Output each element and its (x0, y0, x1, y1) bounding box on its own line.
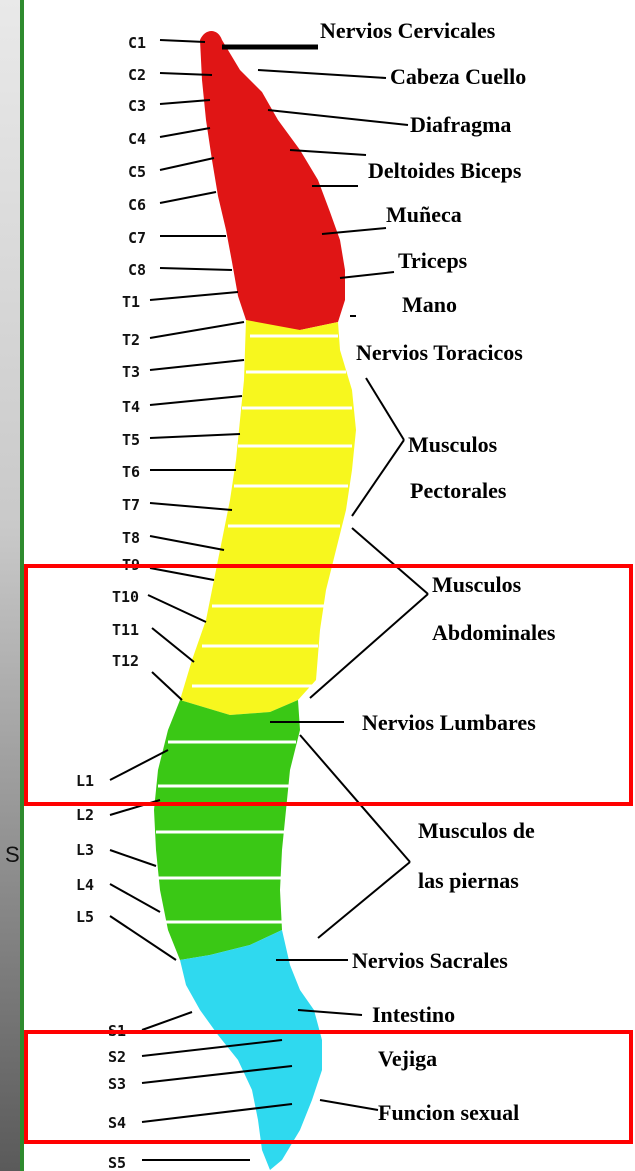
vertebra-label-t2: T2 (122, 331, 140, 349)
vertebra-label-c3: C3 (128, 97, 146, 115)
vertebra-label-t11: T11 (112, 621, 139, 639)
vertebra-label-t8: T8 (122, 529, 140, 547)
label-vejiga: Vejiga (378, 1046, 437, 1071)
label-funcion-sexual: Funcion sexual (378, 1100, 519, 1125)
label-mano: Mano (402, 292, 457, 317)
vertebra-label-s3: S3 (108, 1075, 126, 1093)
vertebra-label-l1: L1 (76, 772, 94, 790)
vertebra-label-c6: C6 (128, 196, 146, 214)
vertebra-label-t1: T1 (122, 293, 140, 311)
label-diafragma: Diafragma (410, 112, 511, 137)
vertebra-label-t10: T10 (112, 588, 139, 606)
label-nervios-toracicos: Nervios Toracicos (356, 340, 523, 365)
vertebra-label-t7: T7 (122, 496, 140, 514)
vertebra-label-t12: T12 (112, 652, 139, 670)
spine-thoracic-region (180, 320, 356, 715)
label-musculos-pectorales-line2: Pectorales (410, 478, 507, 503)
spine-illustration (154, 31, 356, 1170)
vertebra-label-c2: C2 (128, 66, 146, 84)
vertebra-label-t5: T5 (122, 431, 140, 449)
vertebra-label-c1: C1 (128, 34, 146, 52)
label-muneca: Muñeca (386, 202, 462, 227)
vertebra-label-t3: T3 (122, 363, 140, 381)
vertebra-label-c5: C5 (128, 163, 146, 181)
label-cabeza-cuello: Cabeza Cuello (390, 64, 526, 89)
label-musculos-abdominales-line2: Abdominales (432, 620, 556, 645)
vertebra-label-t4: T4 (122, 398, 140, 416)
vertebra-label-c8: C8 (128, 261, 146, 279)
region-labels: Nervios Cervicales Cabeza Cuello Diafrag… (320, 18, 556, 1125)
vertebra-label-s4: S4 (108, 1114, 126, 1132)
label-musculos-abdominales-line1: Musculos (432, 572, 522, 597)
label-nervios-cervicales: Nervios Cervicales (320, 18, 496, 43)
label-musculos-piernas-line1: Musculos de (418, 818, 535, 843)
vertebra-labels: C1 C2 C3 C4 C5 C6 C7 C8 T1 T2 T3 T4 T5 T… (76, 34, 146, 1171)
label-nervios-lumbares: Nervios Lumbares (362, 710, 536, 735)
spine-cervical-region (200, 31, 345, 330)
label-nervios-sacrales: Nervios Sacrales (352, 948, 508, 973)
label-intestino: Intestino (372, 1002, 455, 1027)
vertebra-label-s5: S5 (108, 1154, 126, 1171)
label-musculos-piernas-line2: las piernas (418, 868, 519, 893)
vertebra-label-l4: L4 (76, 876, 94, 894)
label-deltoides-biceps: Deltoides Biceps (368, 158, 522, 183)
vertebra-label-l2: L2 (76, 806, 94, 824)
label-musculos-pectorales-line1: Musculos (408, 432, 498, 457)
vertebra-label-l5: L5 (76, 908, 94, 926)
vertebra-label-l3: L3 (76, 841, 94, 859)
vertebra-label-c4: C4 (128, 130, 146, 148)
label-triceps: Triceps (398, 248, 468, 273)
vertebra-label-t6: T6 (122, 463, 140, 481)
vertebra-label-c7: C7 (128, 229, 146, 247)
vertebra-label-s2: S2 (108, 1048, 126, 1066)
